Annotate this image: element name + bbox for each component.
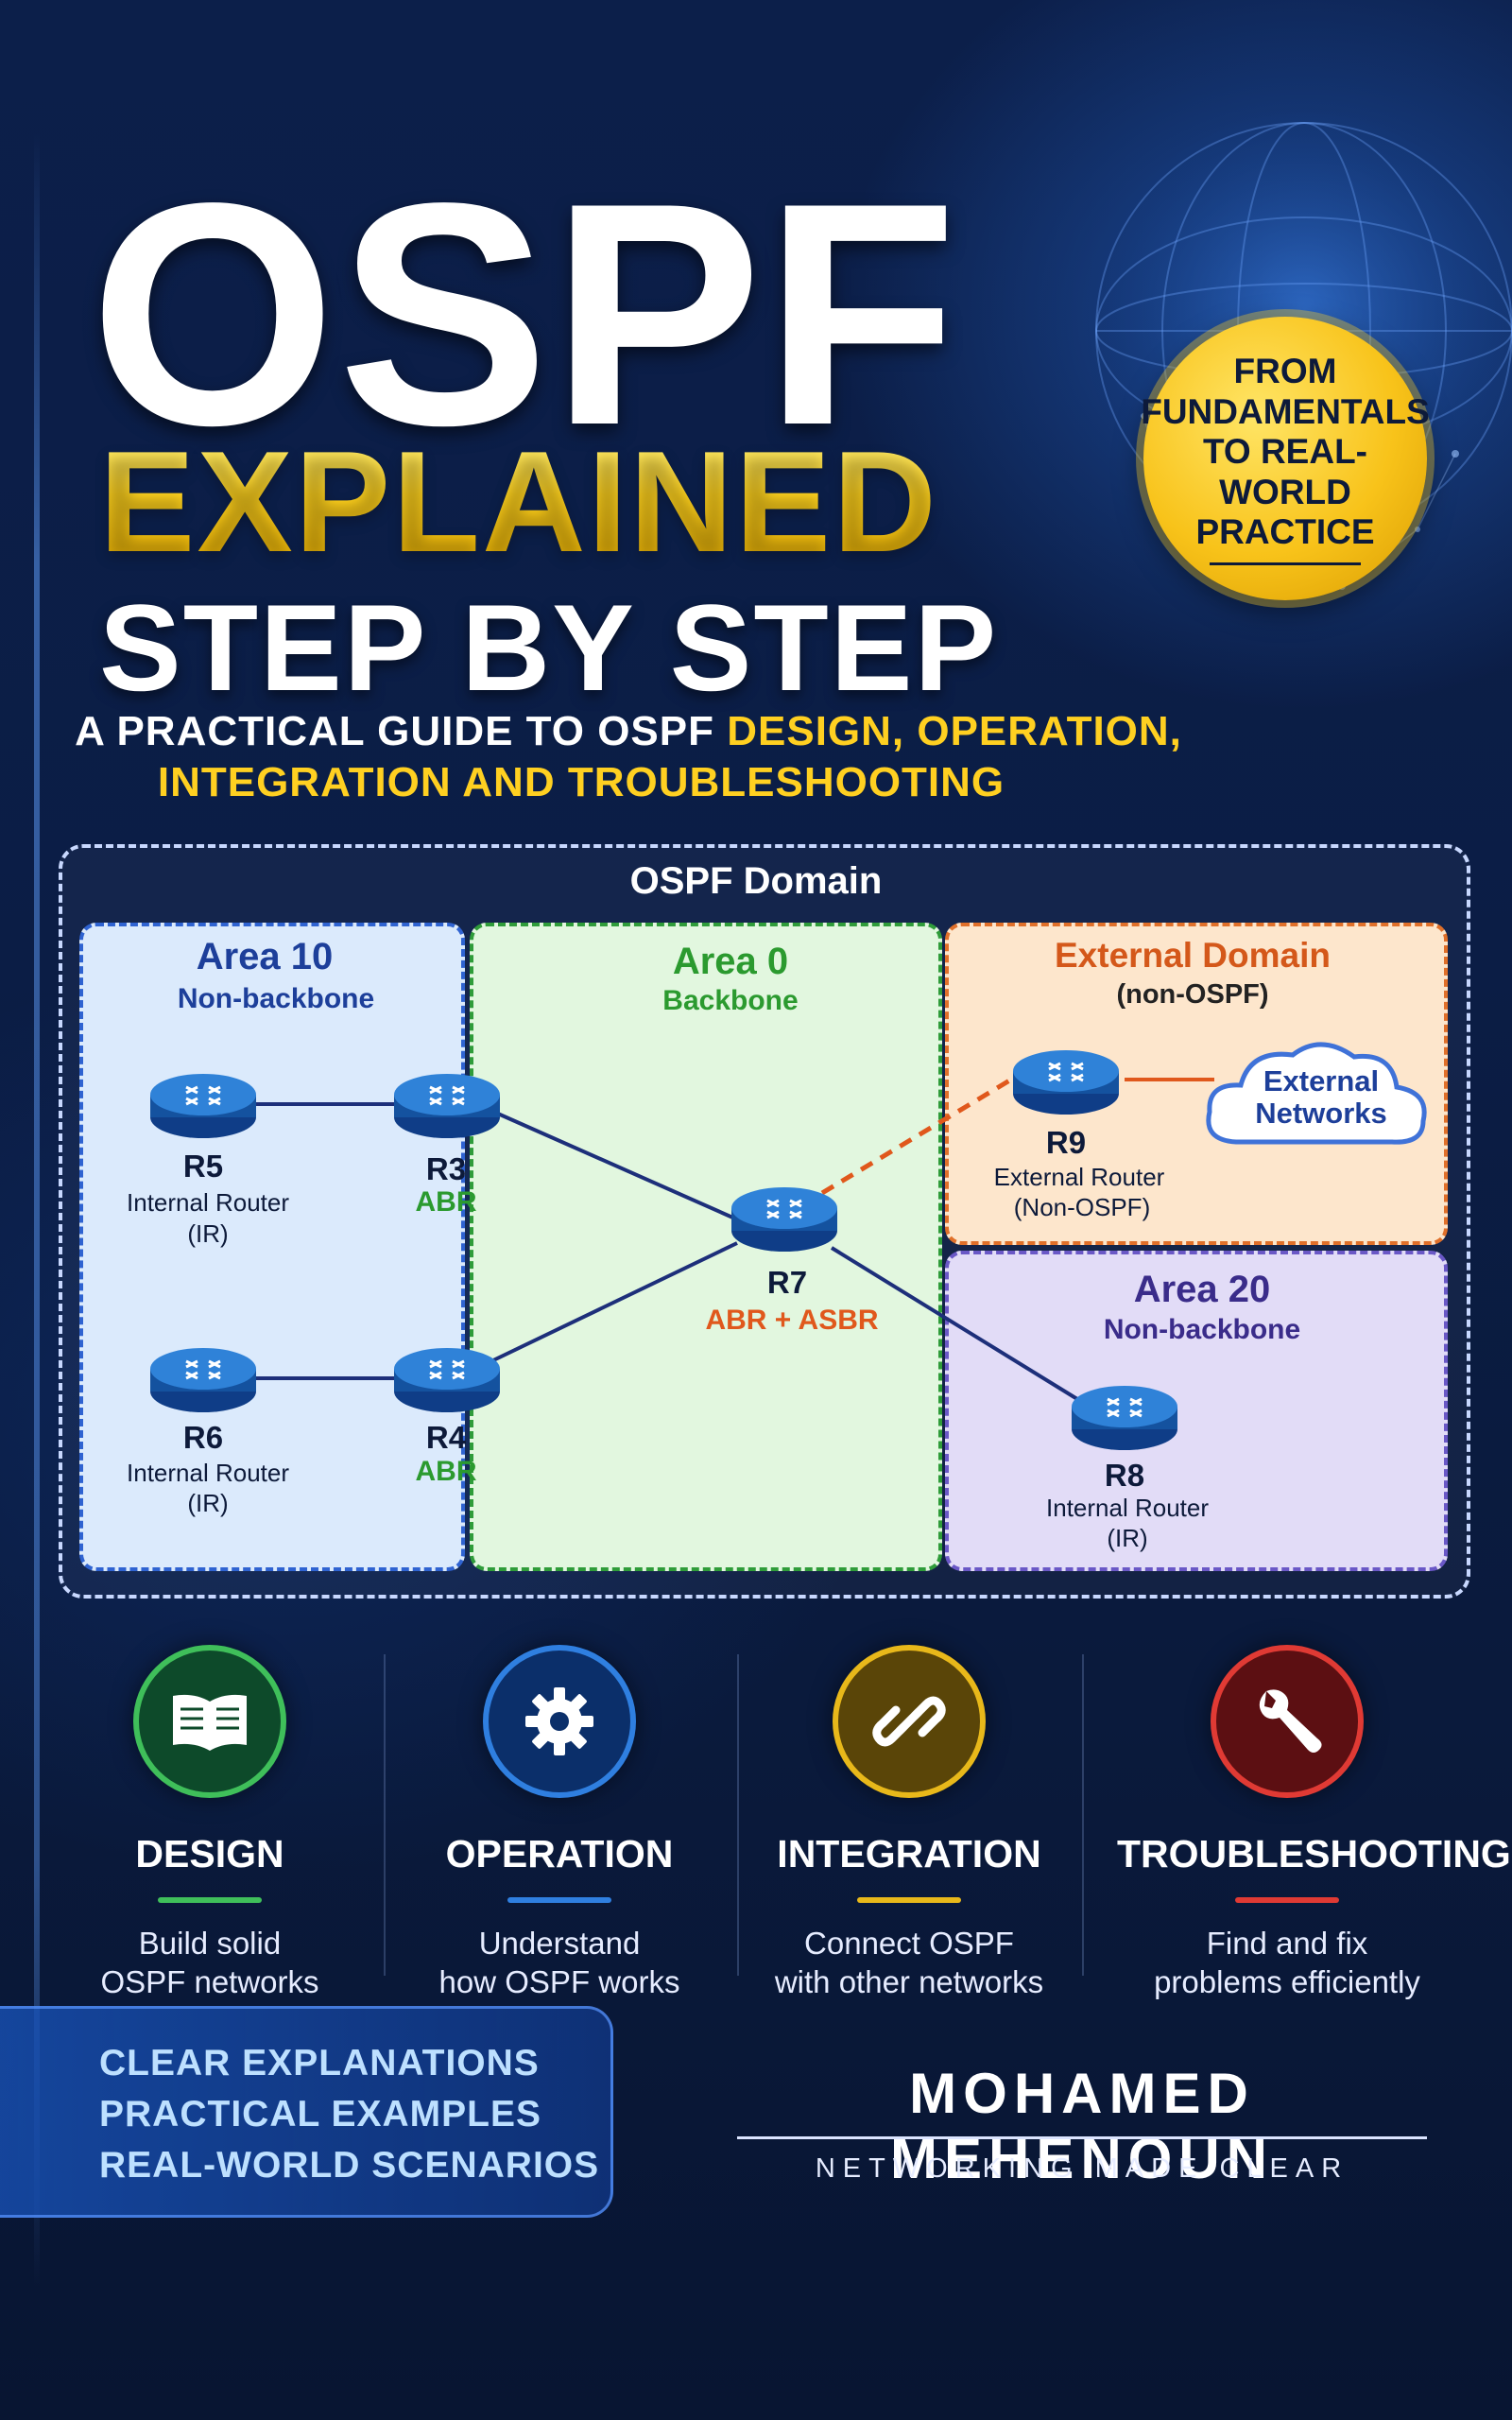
r5-role-abbr: (IR) — [187, 1219, 229, 1248]
pillar-underline — [1235, 1897, 1339, 1903]
r7-role: ABR + ASBR — [705, 1305, 879, 1336]
r5-role: Internal Router — [127, 1188, 289, 1217]
title-explained: EXPLAINED — [99, 422, 938, 582]
subtitle-line-1: A PRACTICAL GUIDE TO OSPF DESIGN, OPERAT… — [0, 707, 1257, 757]
gear-icon — [483, 1645, 636, 1798]
pillar-desc-2: with other networks — [774, 1964, 1044, 2000]
r7-name: R7 — [766, 1265, 808, 1300]
wrench-icon — [1211, 1645, 1364, 1798]
area-0-name: Area 0 — [672, 941, 789, 982]
r6-name: R6 — [182, 1420, 224, 1455]
router-icon — [150, 1074, 256, 1138]
badge-line-4: PRACTICE — [1195, 512, 1375, 552]
subtitle-part-1: A PRACTICAL GUIDE TO OSPF — [75, 708, 728, 754]
cloud-label-1: External — [1263, 1064, 1380, 1098]
ospf-domain-title: OSPF Domain — [629, 860, 883, 902]
area-20-type: Non-backbone — [1103, 1314, 1301, 1345]
subtitle-line-2: INTEGRATION AND TROUBLESHOOTING — [47, 758, 1115, 808]
area-10-box — [79, 923, 465, 1571]
r5-name: R5 — [182, 1149, 224, 1184]
spine-highlight — [34, 132, 40, 2288]
external-domain-type: (non-OSPF) — [1116, 979, 1269, 1010]
cloud-label-2: Networks — [1255, 1097, 1387, 1130]
pillar-desc-2: problems efficiently — [1154, 1964, 1420, 2000]
area-0-box — [470, 923, 942, 1571]
r3-name: R3 — [425, 1151, 467, 1186]
link-r3-r7 — [490, 1109, 738, 1221]
r6-role: Internal Router — [127, 1459, 289, 1487]
badge-underline — [1210, 562, 1361, 565]
author-divider — [737, 2136, 1427, 2139]
pillar-desc-1: Understand — [478, 1926, 641, 1961]
router-icon — [731, 1187, 837, 1252]
pillar-divider — [737, 1654, 739, 1976]
pillar-underline — [158, 1897, 262, 1903]
area-10-type: Non-backbone — [177, 983, 375, 1014]
link-r7-r9 — [820, 1077, 1013, 1196]
link-r7-r8 — [830, 1246, 1079, 1401]
pillar-title: DESIGN — [135, 1832, 284, 1876]
link-icon — [833, 1645, 986, 1798]
r3-role: ABR — [415, 1186, 477, 1218]
feature-item: CLEAR EXPLANATIONS — [99, 2043, 540, 2083]
r8-role-abbr: (IR) — [1107, 1524, 1148, 1552]
r4-role: ABR — [415, 1456, 477, 1487]
router-icon — [150, 1348, 256, 1412]
pillar-title: INTEGRATION — [777, 1832, 1041, 1876]
router-icon — [394, 1074, 500, 1138]
pillar-divider — [1082, 1654, 1084, 1976]
external-domain-name: External Domain — [1055, 936, 1331, 975]
area-0-type: Backbone — [662, 985, 799, 1016]
badge-seal: FROM FUNDAMENTALS TO REAL-WORLD PRACTICE — [1141, 317, 1430, 600]
badge-line-2: FUNDAMENTALS — [1141, 391, 1430, 431]
r9-role-abbr: (Non-OSPF) — [1013, 1193, 1151, 1221]
pillar-desc-1: Connect OSPF — [804, 1926, 1014, 1961]
network-links — [255, 1077, 1214, 1401]
pillar-desc-2: how OSPF works — [438, 1964, 680, 2000]
subtitle-part-3: INTEGRATION AND TROUBLESHOOTING — [157, 759, 1005, 805]
book-icon — [133, 1645, 286, 1798]
router-icon — [1072, 1386, 1177, 1450]
feature-item: REAL-WORLD SCENARIOS — [99, 2145, 600, 2186]
title-step-by-step: STEP BY STEP — [99, 579, 999, 717]
pillar-underline — [857, 1897, 961, 1903]
feature-item: PRACTICAL EXAMPLES — [99, 2094, 541, 2135]
features-box: CLEAR EXPLANATIONS PRACTICAL EXAMPLES RE… — [0, 2006, 613, 2218]
r9-role: External Router — [993, 1163, 1165, 1191]
pillar-desc-1: Build solid — [138, 1926, 282, 1961]
pillar-underline — [507, 1897, 611, 1903]
pillar-title: OPERATION — [445, 1832, 674, 1876]
cloud-icon — [1206, 1042, 1427, 1145]
r9-name: R9 — [1045, 1125, 1087, 1160]
link-r4-r7 — [490, 1241, 738, 1363]
badge-line-3: TO REAL-WORLD — [1202, 432, 1368, 511]
badge-line-1: FROM — [1233, 352, 1337, 391]
r6-role-abbr: (IR) — [187, 1489, 229, 1517]
router-icon — [1013, 1050, 1119, 1115]
router-icon — [394, 1348, 500, 1412]
r8-name: R8 — [1104, 1458, 1145, 1493]
pillar-desc-1: Find and fix — [1206, 1926, 1368, 1961]
area-20-name: Area 20 — [1133, 1269, 1271, 1310]
title-ospf: OSPF — [90, 137, 960, 491]
pillar-desc-2: OSPF networks — [100, 1964, 319, 2000]
r4-name: R4 — [425, 1420, 467, 1455]
r8-role: Internal Router — [1046, 1494, 1209, 1522]
pillar-divider — [384, 1654, 386, 1976]
area-10-name: Area 10 — [196, 936, 334, 977]
author-tagline: NETWORKING MADE CLEAR — [815, 2153, 1349, 2184]
pillar-title: TROUBLESHOOTING — [1117, 1832, 1511, 1876]
area-20-box — [945, 1251, 1448, 1571]
subtitle-part-2: DESIGN, OPERATION, — [727, 708, 1182, 754]
